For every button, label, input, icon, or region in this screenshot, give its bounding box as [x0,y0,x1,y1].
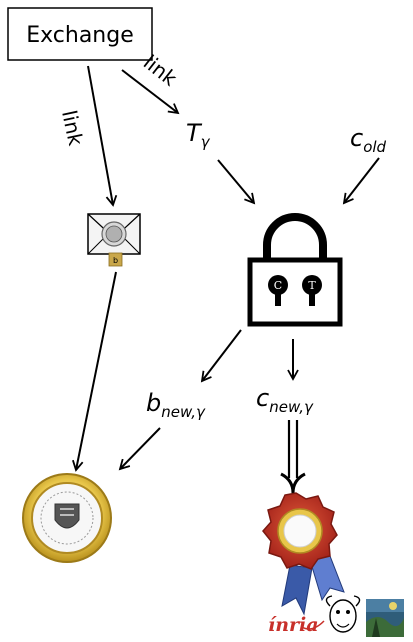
svg-text:T: T [308,279,316,292]
svg-text:ínria: ínria [268,614,319,636]
svg-text:C: C [274,279,282,292]
inria-logo: ínria [268,614,325,636]
c-new-gamma-label: cnew,γ [256,384,314,416]
b-new-gamma-label: bnew,γ [146,389,206,421]
envelope-seal [108,252,123,267]
c-old-label: cold [350,124,387,156]
edge-cnew-to-seal [280,420,306,494]
lock-icon: C T [247,213,343,327]
edge-lock-to-bnew [200,329,242,383]
edge-exchange-to-envelope: link [57,65,118,207]
gold-coin-icon [22,473,112,563]
edge-bnew-to-coin [118,427,161,471]
envelope-icon: b [87,213,141,267]
gnu-logo [325,595,361,633]
edge-t-to-lock [217,159,256,205]
edge-link-label-left: link [57,108,88,148]
t-gamma-label: Tγ [186,119,211,151]
edge-cold-to-lock [342,157,380,205]
exchange-node: Exchange [7,7,153,61]
edge-envelope-to-coin [72,271,117,472]
lock-key-c-icon: C [268,275,288,306]
exchange-label: Exchange [26,23,134,48]
lock-key-t-icon: T [302,275,322,306]
wax-seal-certificate-icon [262,492,345,616]
envelope-seal-letter: b [113,256,118,265]
painting-thumbnail-icon [366,599,404,637]
